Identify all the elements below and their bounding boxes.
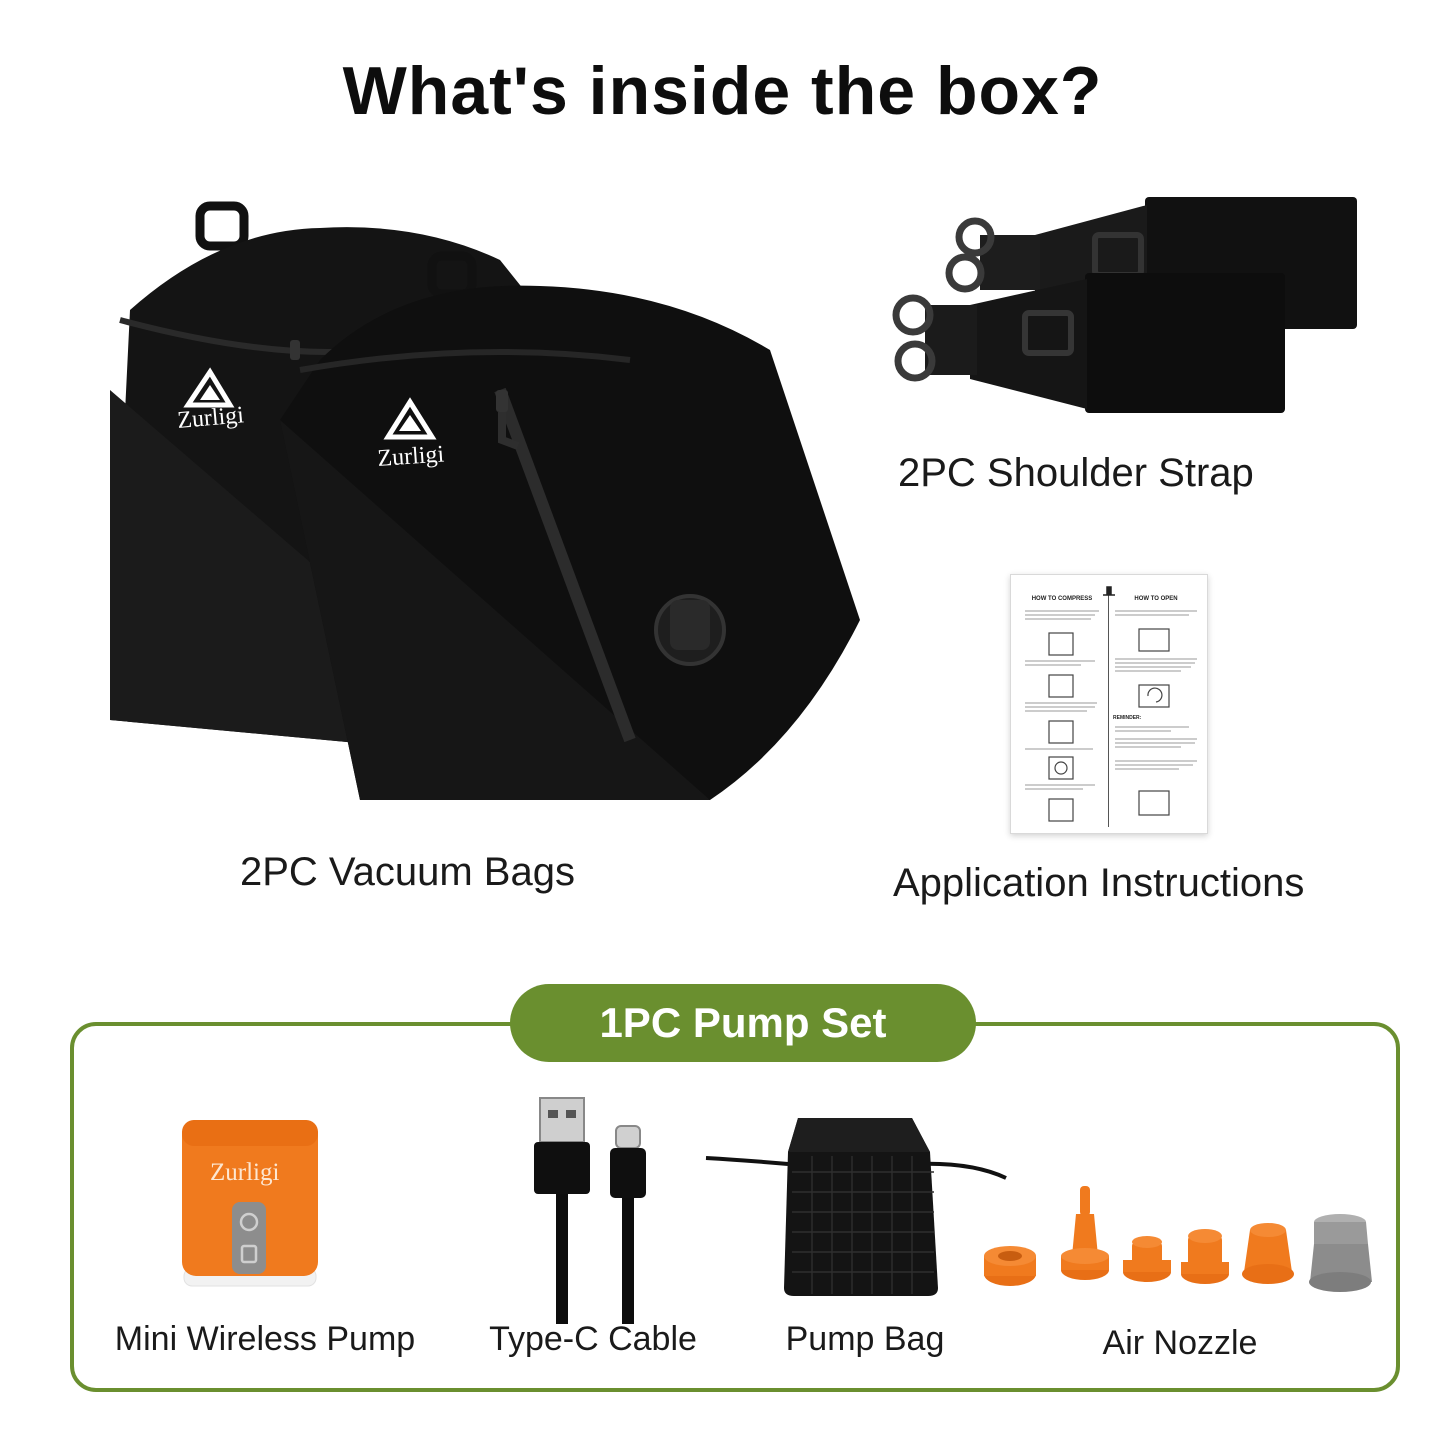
page-title: What's inside the box? bbox=[342, 53, 1103, 129]
leaflet-reminder: REMINDER: bbox=[1113, 715, 1142, 721]
pump-brand: Zurligi bbox=[210, 1159, 279, 1186]
pump-set-heading: 1PC Pump Set bbox=[510, 984, 976, 1062]
type-c-cable-image bbox=[534, 1097, 646, 1324]
leaflet-body bbox=[1025, 586, 1197, 822]
instructions-leaflet: HOW TO COMPRESS HOW TO OPEN REMINDER: bbox=[1010, 574, 1208, 834]
mini-pump-image: Zurligi bbox=[182, 1120, 318, 1287]
air-nozzle-image bbox=[984, 1186, 1372, 1292]
label-pump-bag: Pump Bag bbox=[785, 1320, 945, 1358]
label-mini-wireless-pump: Mini Wireless Pump bbox=[114, 1320, 416, 1358]
leaflet-right-heading: HOW TO OPEN bbox=[1134, 596, 1178, 602]
nozzle-3 bbox=[1123, 1236, 1171, 1282]
leaflet-divider bbox=[1108, 591, 1109, 827]
label-instructions: Application Instructions bbox=[893, 861, 1305, 905]
label-shoulder-strap: 2PC Shoulder Strap bbox=[898, 451, 1254, 495]
nozzle-1 bbox=[984, 1246, 1036, 1286]
label-type-c-cable: Type-C Cable bbox=[489, 1320, 697, 1358]
shoulder-strap-image bbox=[892, 197, 1357, 413]
nozzle-4 bbox=[1181, 1229, 1229, 1284]
nozzle-6 bbox=[1309, 1214, 1372, 1292]
nozzle-5 bbox=[1242, 1223, 1294, 1284]
vacuum-bags-image: Zurligi Zurligi bbox=[110, 201, 860, 800]
pump-bag-image bbox=[705, 1118, 1007, 1296]
leaflet-left-heading: HOW TO COMPRESS bbox=[1031, 596, 1093, 602]
nozzle-2 bbox=[1061, 1186, 1109, 1280]
label-air-nozzle: Air Nozzle bbox=[1102, 1324, 1258, 1362]
brand-logo-front: Zurligi bbox=[377, 441, 446, 472]
vacuum-bag-front: Zurligi bbox=[280, 251, 860, 800]
brand-logo-back: Zurligi bbox=[176, 402, 245, 434]
shoulder-strap-front bbox=[892, 273, 1285, 413]
label-vacuum-bags: 2PC Vacuum Bags bbox=[240, 850, 575, 894]
